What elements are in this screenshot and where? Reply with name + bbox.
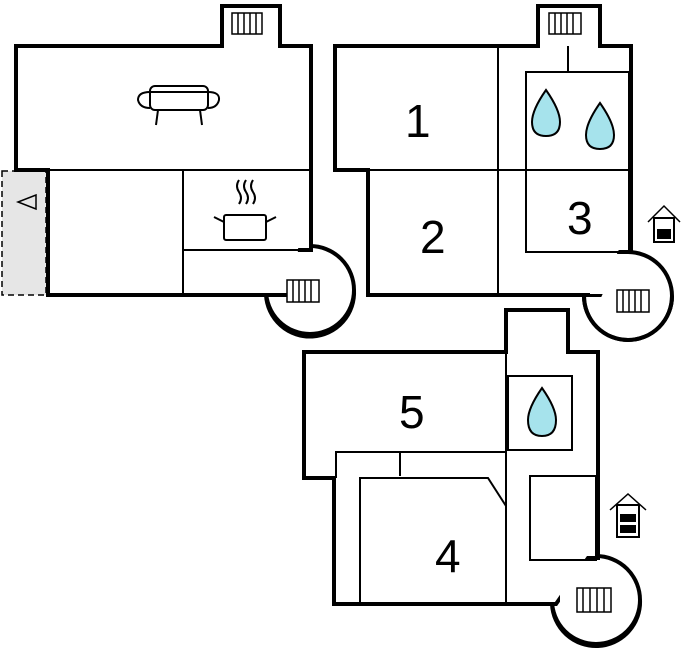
radiator-icon xyxy=(548,12,582,35)
entrance-area xyxy=(1,170,47,296)
bottom-outer-wall xyxy=(302,308,600,606)
room-label-2: 2 xyxy=(420,211,446,263)
radiator-icon xyxy=(576,587,612,613)
sofa-icon xyxy=(136,85,221,126)
right-outer-wall xyxy=(333,4,633,297)
right-building xyxy=(333,4,674,342)
radiator-icon xyxy=(616,289,650,313)
mailbox-house-icon xyxy=(647,204,681,243)
left-outer-wall xyxy=(14,4,313,297)
room-label-5: 5 xyxy=(399,386,425,438)
room-label-4: 4 xyxy=(435,530,461,582)
radiator-icon xyxy=(231,12,263,35)
entrance-arrow-icon xyxy=(15,193,37,211)
room-label-1: 1 xyxy=(405,95,431,147)
stove-pot-icon xyxy=(213,179,277,241)
mailbox-house-icon xyxy=(609,492,647,538)
radiator-icon xyxy=(286,279,320,303)
water-drop-icon xyxy=(530,88,562,138)
water-drop-icon xyxy=(584,101,616,151)
room-label-3: 3 xyxy=(567,192,593,244)
water-drop-icon xyxy=(526,386,558,438)
